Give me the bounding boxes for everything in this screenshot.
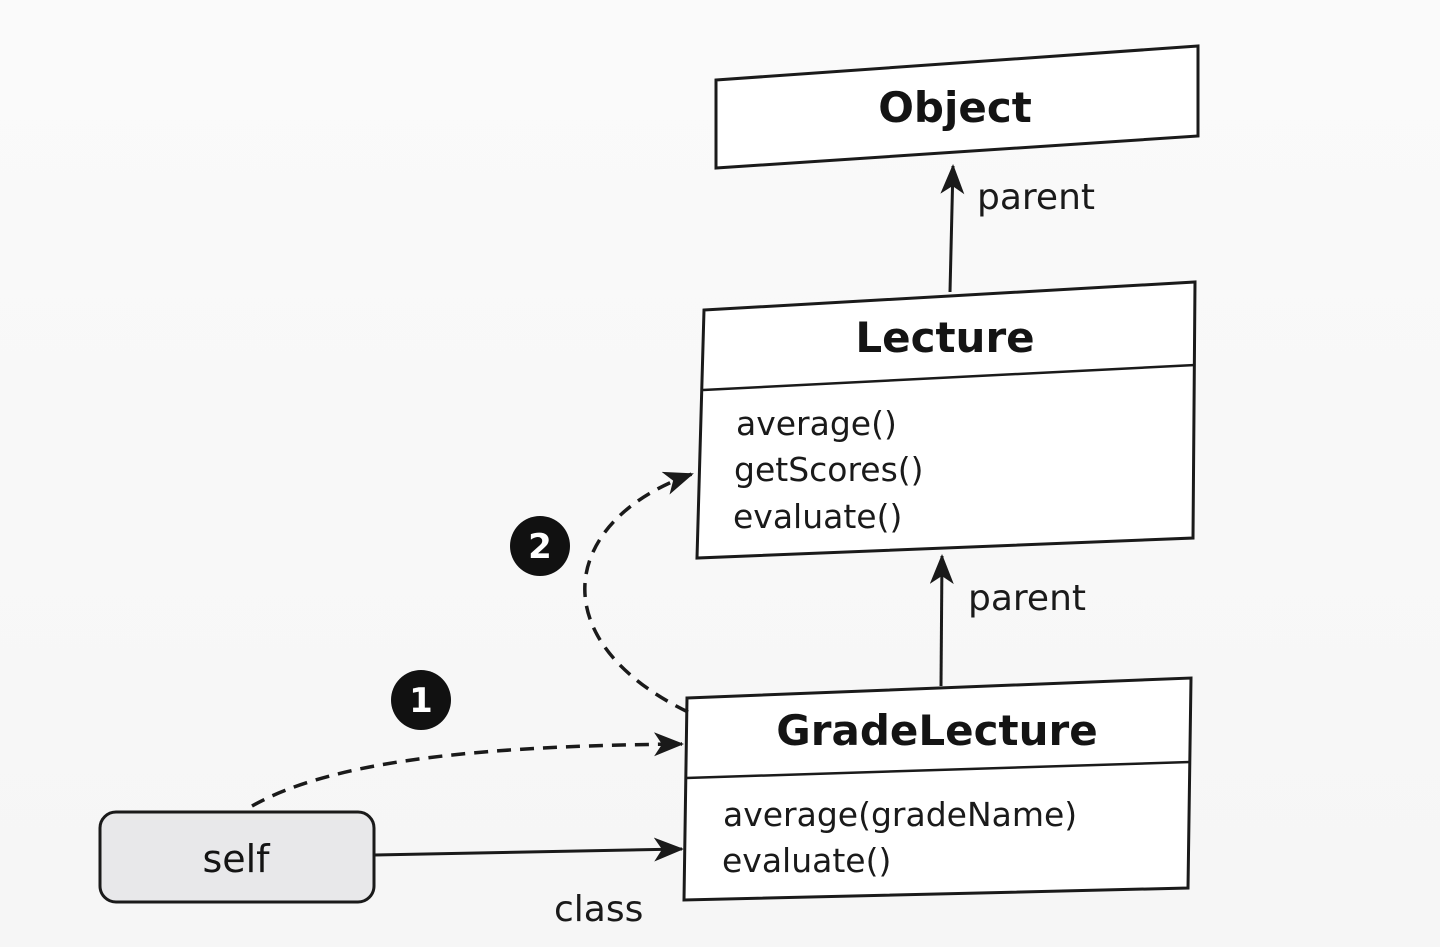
- class-name-lecture: Lecture: [855, 313, 1034, 362]
- class-name-grade-lecture: GradeLecture: [776, 706, 1097, 755]
- method-lecture-0: average(): [736, 404, 897, 443]
- method-grade-lecture-1: evaluate(): [722, 841, 891, 880]
- edge-grade-to-lecture: parent: [929, 554, 1086, 687]
- parent-arrow-grade: [929, 554, 954, 687]
- instance-name-self: self: [202, 837, 271, 881]
- edge-self-to-grade-class: class: [373, 837, 684, 930]
- method-lecture-2: evaluate(): [733, 497, 902, 536]
- class-box-grade-lecture-divider: [685, 760, 1191, 780]
- step-badge-2: [510, 516, 570, 576]
- class-box-object-frame: [714, 44, 1200, 170]
- class-box-lecture-frame: [695, 280, 1197, 560]
- class-box-object: Object: [714, 44, 1200, 170]
- parent-arrow-lecture: [940, 164, 965, 293]
- lookup-step-1: 1: [251, 670, 684, 808]
- class-box-lecture: Lecture average() getScores() evaluate(): [695, 280, 1197, 560]
- step-number-2: 2: [528, 527, 552, 567]
- edge-label-parent-lecture: parent: [977, 177, 1095, 218]
- step-number-1: 1: [409, 681, 433, 721]
- instance-box-self-frame: [98, 810, 376, 904]
- edge-label-class: class: [554, 889, 643, 930]
- edge-lecture-to-object: parent: [940, 164, 1095, 293]
- class-box-grade-lecture-frame: [682, 676, 1193, 902]
- class-box-lecture-divider: [702, 363, 1196, 392]
- class-box-grade-lecture: GradeLecture average(gradeName) evaluate…: [682, 676, 1193, 902]
- class-name-object: Object: [878, 83, 1032, 132]
- instance-box-self: self: [98, 810, 376, 904]
- method-lecture-1: getScores(): [734, 450, 924, 489]
- step-badge-1: [391, 670, 451, 730]
- class-arrow: [373, 837, 684, 862]
- edge-label-parent-grade: parent: [968, 578, 1086, 619]
- method-grade-lecture-0: average(gradeName): [723, 795, 1077, 834]
- lookup-step-2: 2: [510, 471, 694, 714]
- lookup-arrow-2: [583, 471, 694, 714]
- lookup-arrow-1: [251, 732, 684, 808]
